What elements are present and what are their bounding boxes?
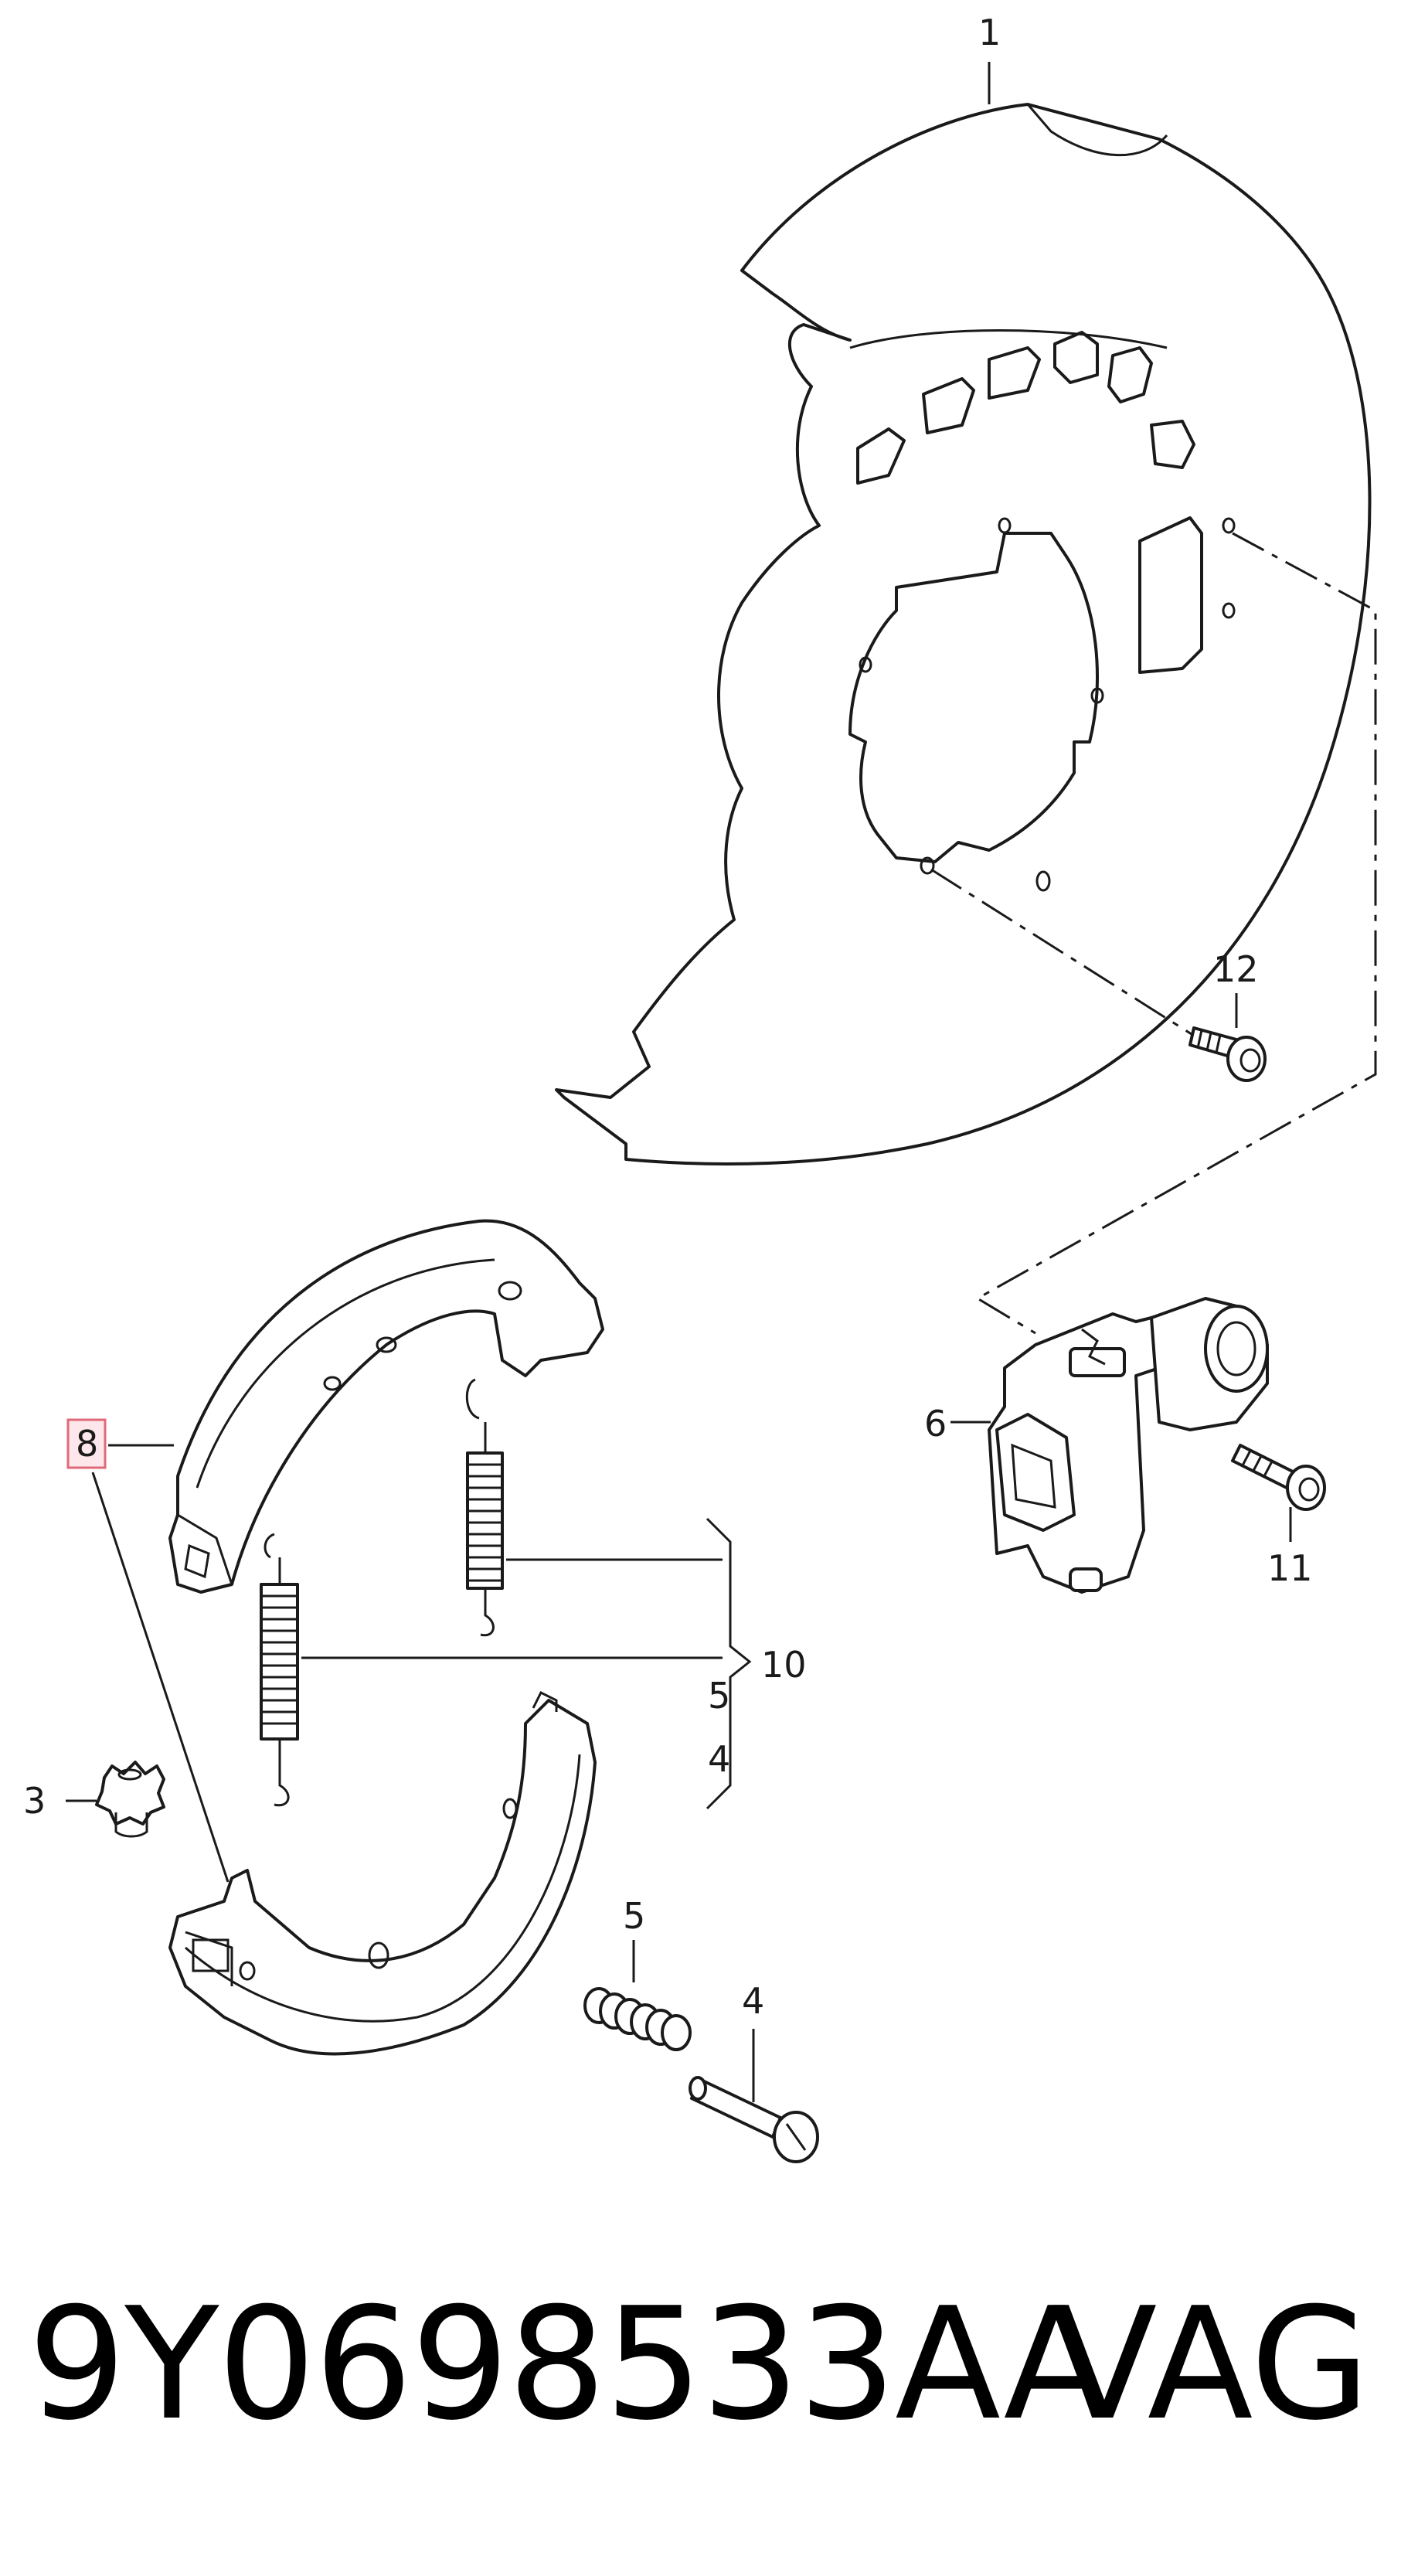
brake-shoe-lower: [168, 1690, 597, 2056]
backing-plate: [555, 62, 1372, 1165]
cylinder-6: [950, 1297, 1269, 1594]
spring-upper: [465, 1378, 504, 1637]
callout-8-highlight: [66, 1418, 107, 1469]
callout-6: 6: [924, 1403, 947, 1445]
callout-4a: 4: [708, 1738, 730, 1780]
callout-5b: 5: [623, 1895, 645, 1937]
callout-12: 12: [1213, 948, 1259, 990]
callout-3: 3: [23, 1780, 46, 1822]
brand-label: VAG: [1051, 2275, 1370, 2455]
brake-shoe-upper: [168, 1219, 604, 1594]
part-number: 9Y0698533AA: [28, 2275, 1109, 2455]
pin-4: [689, 2029, 819, 2163]
callout-4b: 4: [742, 1980, 764, 2022]
adjuster-gear-3: [66, 1761, 165, 1838]
leaders-8: [91, 1444, 230, 1883]
callout-10: 10: [761, 1644, 807, 1686]
bracket-10: [301, 1517, 752, 1810]
alignment-lines: [930, 532, 1377, 1335]
spring-5: [583, 1940, 692, 2051]
callout-11: 11: [1267, 1547, 1313, 1589]
callout-5a: 5: [708, 1675, 730, 1717]
callout-1: 1: [978, 12, 1001, 53]
callout-8: 8: [76, 1423, 98, 1465]
callout-labels: 1 12 6 11 8 10 5 4 3 5 4: [23, 12, 1313, 2022]
screw-11: [1231, 1444, 1326, 1542]
spring-lower: [260, 1533, 299, 1807]
screw-12: [1188, 993, 1267, 1082]
